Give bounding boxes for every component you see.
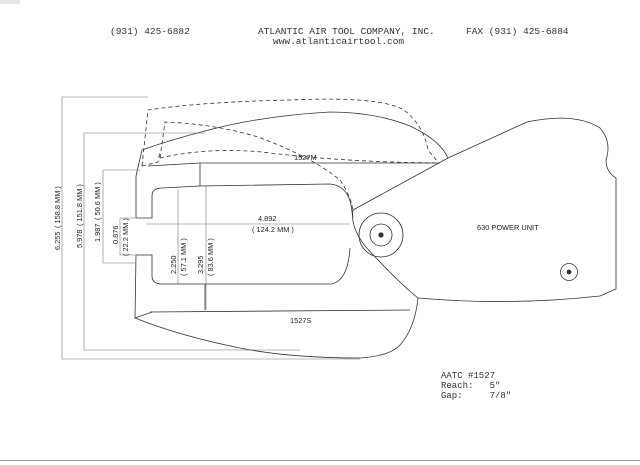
spec-model-text: AATC #1527 — [441, 371, 496, 381]
open-jaw-lower — [159, 150, 439, 164]
reach-dimension-mm: ( 124.2 MM ) — [252, 225, 294, 234]
upper-arm-top-edge — [135, 111, 449, 177]
lower-arm-body — [134, 254, 419, 359]
throat-dimension: 2.250 — [169, 256, 178, 275]
reach-dimension: 4.892 — [258, 214, 277, 223]
spec-reach-label: Reach: — [441, 381, 474, 391]
power-unit-label: 630 POWER UNIT — [477, 223, 539, 232]
open-jaw-outline — [141, 98, 439, 167]
spec-gap-label: Gap: — [441, 391, 463, 401]
lower-arm-bevel — [134, 311, 153, 319]
height-dimension: 5.978 — [75, 230, 84, 249]
throat-dimension-mm: ( 57.1 MM ) — [179, 238, 188, 276]
phone-number: (931) 425-6882 — [110, 26, 190, 37]
open-jaw-tip — [141, 151, 161, 167]
open-jaw-inner — [159, 121, 354, 213]
spec-gap: Gap: 7/8" — [441, 391, 511, 401]
lower-arm-outline — [136, 247, 351, 285]
spec-reach-value: 5" — [489, 381, 501, 391]
screw-fastener — [560, 263, 578, 281]
jaw-dimension-mm: ( 50.6 MM ) — [93, 182, 102, 220]
part-label-1527m: 1527M — [294, 153, 317, 162]
gap-dimension: 0.876 — [111, 226, 120, 245]
power-unit-outline — [352, 117, 617, 302]
depth-dimension-mm: ( 83.6 MM ) — [206, 238, 215, 276]
bottom-rule — [0, 460, 640, 461]
overall-dimension-mm: ( 158.8 MM ) — [53, 186, 62, 228]
company-name: ATLANTIC AIR TOOL COMPANY, INC. — [258, 26, 435, 37]
depth-dimension: 3.295 — [196, 256, 205, 275]
height-dimension-mm: ( 151.8 MM ) — [75, 184, 84, 226]
jaw-dimension: 1.987 — [93, 224, 102, 243]
spec-gap-value: 7/8" — [489, 391, 512, 401]
gap-dimension-mm: ( 22.2 MM ) — [121, 218, 130, 256]
website-url: www.atlanticairtool.com — [273, 36, 405, 47]
upper-arm-outline — [135, 176, 354, 219]
spec-model: AATC #1527 — [441, 371, 495, 381]
upper-arm-inner-line — [147, 162, 440, 167]
corner-mark — [0, 0, 20, 4]
overall-dimension: 6.255 — [53, 232, 62, 251]
part-label-1527s: 1527S — [290, 316, 311, 325]
fax-number: FAX (931) 425-6884 — [466, 26, 569, 37]
pivot-joint — [358, 212, 404, 258]
spec-reach: Reach: 5" — [441, 381, 500, 391]
lower-arm-inner-line — [149, 309, 411, 313]
